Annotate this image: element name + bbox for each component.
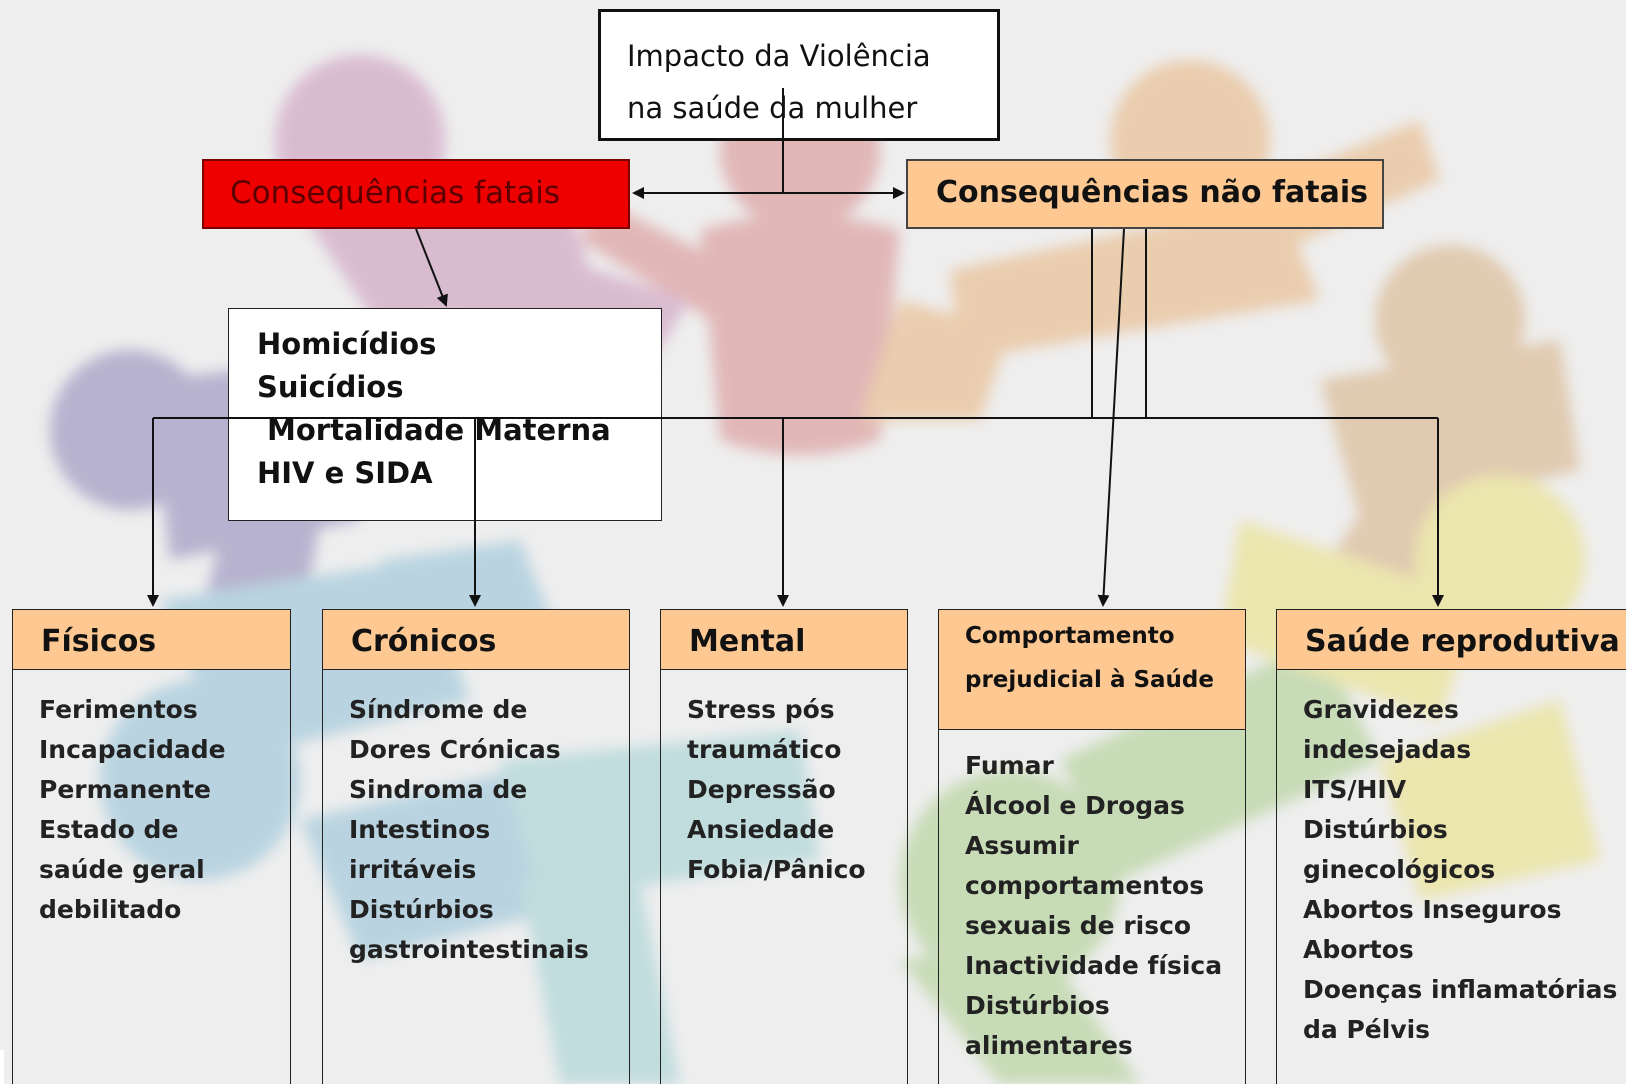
category-item: Permanente <box>39 775 211 804</box>
category-item: Inactividade física <box>965 951 1223 980</box>
category-item: Álcool e Drogas <box>965 791 1185 820</box>
category-item: alimentares <box>965 1031 1133 1060</box>
category-item: Incapacidade <box>39 735 226 764</box>
category-header: Crónicos <box>323 610 629 670</box>
category-item: Fumar <box>965 751 1054 780</box>
category-header: Saúde reprodutiva <box>1277 610 1626 670</box>
category-header: Comportamento prejudicial à Saúde <box>939 610 1245 730</box>
category-item: Abortos <box>1303 935 1414 964</box>
category-item: Distúrbios <box>349 895 494 924</box>
category-item: Doenças inflamatórias <box>1303 975 1618 1004</box>
category-items: Stress pós traumático Depressão Ansiedad… <box>661 670 907 890</box>
category-item: comportamentos <box>965 871 1205 900</box>
category-header: Mental <box>661 610 907 670</box>
category-item: da Pélvis <box>1303 1015 1431 1044</box>
category-item: Intestinos <box>349 815 491 844</box>
fatal-consequences-box: Consequências fatais <box>202 159 630 229</box>
category-reproductive-health: Saúde reprodutiva Gravidezes indesejadas… <box>1276 609 1626 1084</box>
category-physical: Físicos Ferimentos Incapacidade Permanen… <box>12 609 291 1084</box>
category-item: Depressão <box>687 775 836 804</box>
category-item: Estado de <box>39 815 179 844</box>
category-mental: Mental Stress pós traumático Depressão A… <box>660 609 908 1084</box>
category-items: Síndrome de Dores Crónicas Sindroma de I… <box>323 670 629 970</box>
category-item: ginecológicos <box>1303 855 1496 884</box>
title-line-2: na saúde da mulher <box>627 91 918 125</box>
category-item: gastrointestinais <box>349 935 589 964</box>
category-item: Sindroma de <box>349 775 528 804</box>
corner-mark <box>0 1050 4 1084</box>
category-chronic: Crónicos Síndrome de Dores Crónicas Sind… <box>322 609 630 1084</box>
category-item: indesejadas <box>1303 735 1472 764</box>
fatal-outcome-item: Mortalidade Materna <box>267 413 611 447</box>
diagram-title-box: Impacto da Violência na saúde da mulher <box>598 9 1000 141</box>
nonfatal-consequences-label: Consequências não fatais <box>936 175 1369 210</box>
title-line-1: Impacto da Violência <box>627 39 931 73</box>
category-item: Abortos Inseguros <box>1303 895 1562 924</box>
category-harmful-behaviour: Comportamento prejudicial à Saúde Fumar … <box>938 609 1246 1084</box>
category-item: Distúrbios <box>1303 815 1448 844</box>
category-item: Ansiedade <box>687 815 835 844</box>
category-items: Fumar Álcool e Drogas Assumir comportame… <box>939 730 1245 1066</box>
fatal-outcomes-list: Homicídios Suicídios Mortalidade Materna… <box>228 308 662 521</box>
fatal-outcome-item: Suicídios <box>257 370 404 404</box>
category-header: Físicos <box>13 610 290 670</box>
category-items: Gravidezes indesejadas ITS/HIV Distúrbio… <box>1277 670 1626 1050</box>
category-item: Fobia/Pânico <box>687 855 866 884</box>
category-item: debilitado <box>39 895 182 924</box>
category-item: Gravidezes <box>1303 695 1459 724</box>
category-header-line-2: prejudicial à Saúde <box>965 667 1214 693</box>
category-item: Stress pós <box>687 695 835 724</box>
category-item: sexuais de risco <box>965 911 1192 940</box>
category-items: Ferimentos Incapacidade Permanente Estad… <box>13 670 290 930</box>
fatal-outcome-item: Homicídios <box>257 327 437 361</box>
category-item: Distúrbios <box>965 991 1110 1020</box>
category-header-line-1: Comportamento <box>965 623 1175 649</box>
fatal-outcome-item: HIV e SIDA <box>257 456 433 490</box>
category-item: Dores Crónicas <box>349 735 561 764</box>
category-item: ITS/HIV <box>1303 775 1407 804</box>
nonfatal-consequences-box: Consequências não fatais <box>906 159 1384 229</box>
category-item: Síndrome de <box>349 695 528 724</box>
category-item: saúde geral <box>39 855 205 884</box>
fatal-consequences-label: Consequências fatais <box>230 175 561 211</box>
category-item: Ferimentos <box>39 695 198 724</box>
category-item: Assumir <box>965 831 1079 860</box>
category-item: irritáveis <box>349 855 477 884</box>
category-item: traumático <box>687 735 842 764</box>
